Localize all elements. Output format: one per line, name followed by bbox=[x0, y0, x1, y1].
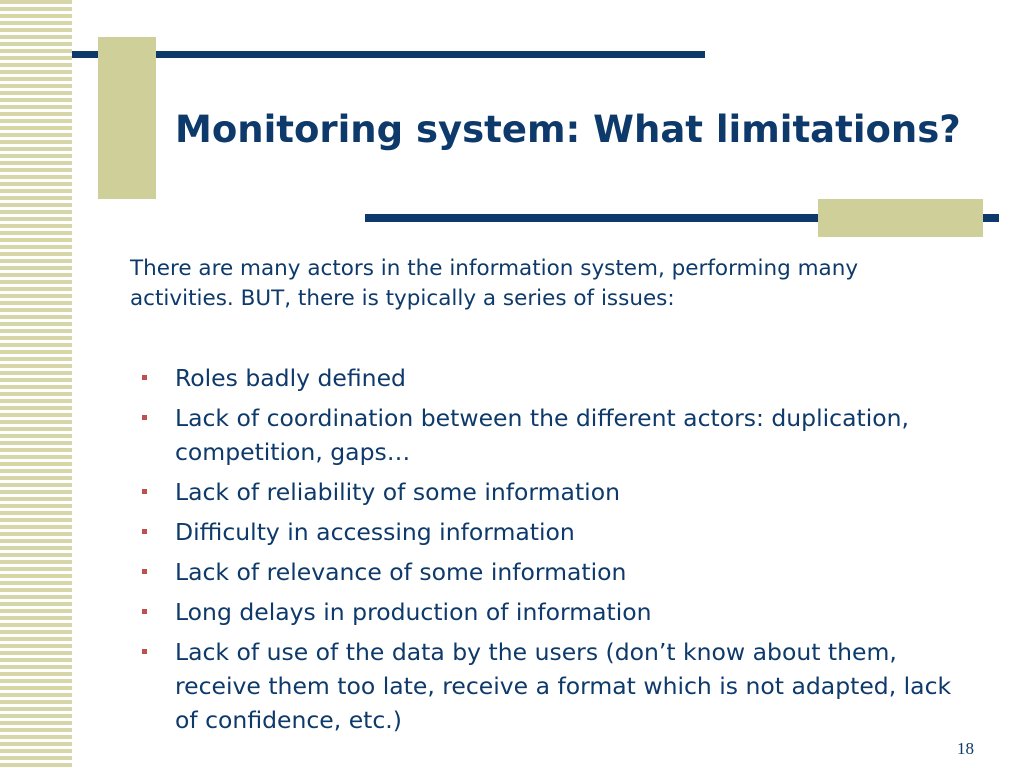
list-item-text: Lack of relevance of some information bbox=[175, 558, 627, 586]
page-number: 18 bbox=[957, 739, 974, 758]
title-top-rule bbox=[72, 51, 705, 58]
list-item-text: Lack of reliability of some information bbox=[175, 478, 620, 506]
corner-accent-block bbox=[818, 199, 983, 237]
list-item: Lack of coordination between the differe… bbox=[142, 401, 962, 469]
list-item: Lack of relevance of some information bbox=[142, 555, 962, 589]
title-bottom-rule bbox=[365, 214, 999, 222]
decorative-stripes bbox=[0, 0, 72, 768]
list-item: Lack of reliability of some information bbox=[142, 475, 962, 509]
slide-title: Monitoring system: What limitations? bbox=[175, 108, 961, 151]
list-item: Long delays in production of information bbox=[142, 595, 962, 629]
square-bullet-icon bbox=[142, 375, 147, 380]
list-item-text: Roles badly defined bbox=[175, 364, 406, 392]
square-bullet-icon bbox=[142, 415, 147, 420]
intro-paragraph: There are many actors in the information… bbox=[130, 256, 859, 311]
list-item-text: Lack of coordination between the differe… bbox=[175, 404, 909, 466]
list-item: Difficulty in accessing information bbox=[142, 515, 962, 549]
title-accent-block bbox=[98, 37, 156, 199]
list-item-text: Long delays in production of information bbox=[175, 598, 652, 626]
square-bullet-icon bbox=[142, 649, 147, 654]
square-bullet-icon bbox=[142, 609, 147, 614]
square-bullet-icon bbox=[142, 569, 147, 574]
list-item: Roles badly defined bbox=[142, 361, 962, 395]
list-item-text: Difficulty in accessing information bbox=[175, 518, 575, 546]
list-item: Lack of use of the data by the users (do… bbox=[142, 635, 962, 737]
square-bullet-icon bbox=[142, 529, 147, 534]
list-item-text: Lack of use of the data by the users (do… bbox=[175, 638, 952, 734]
square-bullet-icon bbox=[142, 489, 147, 494]
issue-list: Roles badly defined Lack of coordination… bbox=[142, 361, 962, 743]
